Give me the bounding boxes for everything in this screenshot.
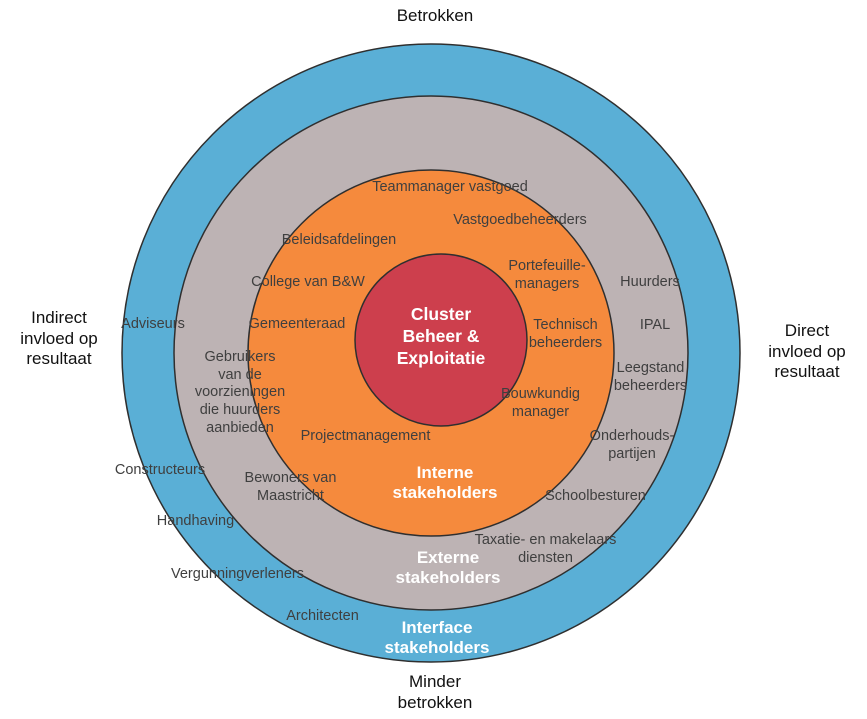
core-cluster-circle — [354, 253, 528, 427]
interface-stakeholders-title: Interface stakeholders — [384, 618, 490, 658]
stakeholder-vastgoedbeheerders: Vastgoedbeheerders — [453, 212, 587, 228]
stakeholder-leegstand-beheerders: Leegstand beheerders — [613, 360, 688, 394]
stakeholder-vergunningverleners: Vergunningverleners — [170, 566, 304, 582]
axis-label-bottom: Minder betrokken — [397, 672, 473, 712]
stakeholder-technisch-beheerders: Technisch beheerders — [528, 317, 603, 351]
axis-label-right: Direct invloed op resultaat — [768, 321, 846, 382]
stakeholder-portefeuillemanagers: Portefeuille- managers — [508, 258, 586, 292]
stakeholder-huurders: Huurders — [620, 274, 680, 290]
internal-stakeholders-title: Interne stakeholders — [392, 463, 498, 503]
stakeholder-college-bw: College van B&W — [251, 274, 365, 290]
stakeholder-bewoners: Bewoners van Maastricht — [244, 470, 337, 504]
stakeholder-teammanager-vastgoed: Teammanager vastgoed — [372, 179, 528, 195]
stakeholder-adviseurs: Adviseurs — [121, 316, 185, 332]
stakeholder-onderhoudspartijen: Onderhouds- partijen — [589, 428, 675, 462]
core-cluster-label: Cluster Beheer & Exploitatie — [396, 304, 486, 368]
external-stakeholders-title: Externe stakeholders — [395, 548, 501, 588]
stakeholder-projectmanagement: Projectmanagement — [300, 428, 431, 444]
stakeholder-schoolbesturen: Schoolbesturen — [545, 488, 646, 504]
stakeholder-gebruikers: Gebruikers van de voorzieningen die huur… — [194, 349, 286, 436]
stakeholder-gemeenteraad: Gemeenteraad — [248, 316, 346, 332]
stakeholder-architecten: Architecten — [286, 608, 359, 624]
axis-label-top: Betrokken — [396, 6, 474, 25]
stakeholder-constructeurs: Constructeurs — [114, 462, 206, 478]
axis-label-left: Indirect invloed op resultaat — [20, 308, 98, 369]
stakeholder-handhaving: Handhaving — [156, 513, 235, 529]
stakeholder-ipal: IPAL — [639, 317, 671, 333]
stakeholder-bouwkundig-manager: Bouwkundig manager — [501, 386, 580, 420]
stakeholder-beleidsafdelingen: Beleidsafdelingen — [281, 232, 397, 248]
stakeholder-taxatie-makelaars: Taxatie- en makelaars diensten — [474, 532, 617, 566]
